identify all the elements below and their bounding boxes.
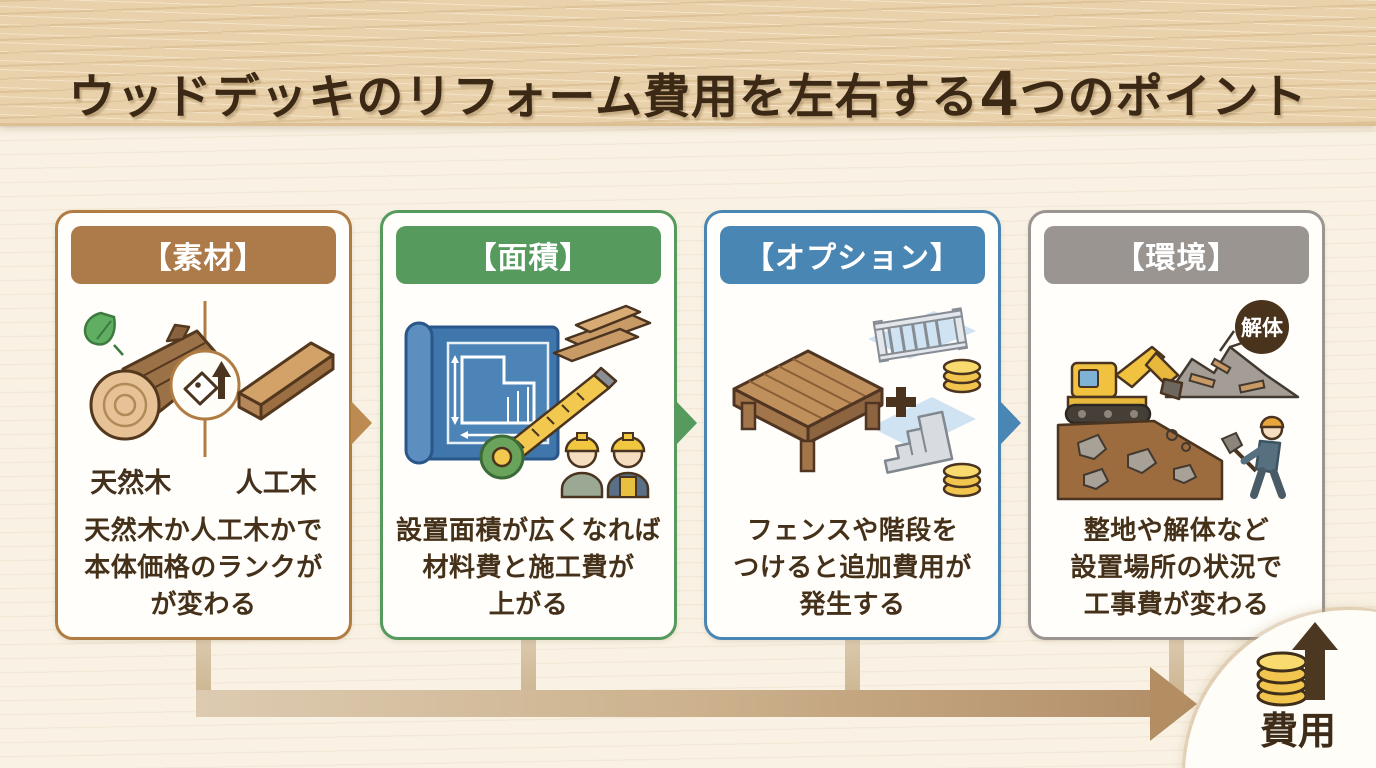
card-area-description: 設置面積が広くなれば 材料費と施工費が 上がる [395,515,661,619]
blueprint-tape-measure-lumber-workers-icon [404,304,652,499]
coin-stack-icon [1256,651,1308,707]
option-coins-bottom [942,462,982,498]
card-area-header: 【面積】 [396,226,661,284]
flow-arrow-bar [196,690,1150,717]
natural-wood-label: 天然木 [90,468,172,498]
option-coins-top [942,358,982,394]
card-option: 【オプション】 [704,210,1021,640]
flow-arrowhead-icon [1150,667,1197,741]
card-area: 【面積】 [380,210,697,640]
demolition-badge-label: 解体 [1241,316,1284,340]
card-environment-description: 整地や解体など 設置場所の状況で 工事費が変わる [1070,515,1283,619]
card-environment: 【環境】 解体 [1028,210,1325,640]
excavator-rubble-worker-icon: 解体 [1056,300,1300,501]
flow-connector-option [845,630,860,698]
title-prefix: ウッドデッキのリフォーム費用を左右する [68,70,979,124]
cost-label: 費用 [1259,711,1336,753]
card-material: 【素材】 天然木 人工木 [55,210,372,640]
card-material-header: 【素材】 [71,226,336,284]
deck-plus-fence-stairs-coins-icon [732,307,982,498]
title-number: 4 [981,56,1018,129]
material-type-labels: 天然木 人工木 [58,461,349,500]
next-step-arrow-icon [676,401,697,445]
flow-connector-area [521,630,536,698]
cost-up-arrow-icon [1292,622,1338,700]
flow-connector-material [196,630,211,698]
card-material-description: 天然木か人工木かで 本体価格のランクが が変わる [84,515,323,619]
log-vs-plank-with-price-tag-icon [83,301,335,457]
next-step-arrow-icon [351,401,372,445]
card-option-header: 【オプション】 [720,226,985,284]
next-step-arrow-icon [1000,401,1021,445]
artificial-wood-label: 人工木 [235,468,317,498]
card-environment-header: 【環境】 [1044,226,1309,284]
card-option-description: フェンスや階段を つけると追加費用が 発生する [733,515,972,619]
title-suffix: つのポイント [1019,70,1308,124]
